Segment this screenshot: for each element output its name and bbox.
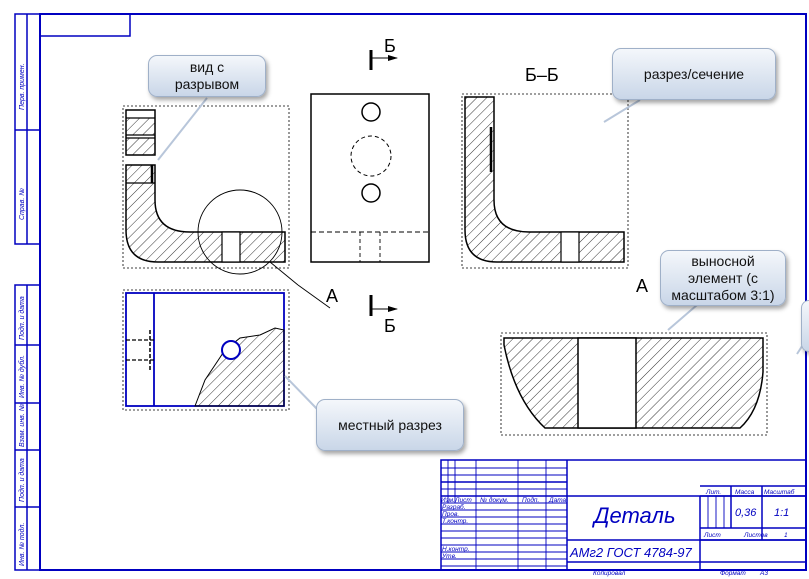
side-label-perv-primen: Перв. примен. — [19, 63, 26, 110]
row-utv: Утв. — [441, 553, 457, 560]
section-mark-top: Б — [384, 36, 396, 56]
section-title: Б–Б — [525, 65, 559, 85]
callout-break-view-text: вид с разрывом — [174, 59, 240, 92]
detail-hole — [577, 337, 637, 429]
callout-edge-fragment — [801, 300, 809, 352]
side-label-podp-data-top: Подп. и дата — [18, 296, 26, 340]
section-mark-bottom: Б — [384, 316, 396, 336]
col-doc: № докум. — [480, 496, 509, 504]
sheets-label: Листов — [743, 532, 768, 539]
callout-detail-element-text: выносной элемент (с масштабом 3:1) — [671, 252, 775, 303]
mass-label: Масса — [735, 489, 755, 496]
format-label: Формат — [720, 570, 746, 577]
sheets-value: 1 — [784, 532, 788, 539]
title-block-labels: Изм. Лист № докум. Подп. Дата Разраб. Пр… — [441, 488, 795, 577]
detail-view-mark: А — [636, 276, 648, 296]
col-izm: Изм. — [441, 497, 455, 504]
mass-value: 0,36 — [735, 507, 757, 519]
local-section-hatch — [194, 327, 285, 407]
col-data: Дата — [548, 497, 567, 504]
title-block-values: Деталь АМг2 ГОСТ 4784-97 0,36 1:1 — [569, 503, 789, 560]
row-nkontr: Н.контр. — [442, 546, 470, 553]
callout-local-section-text: местный разрез — [338, 416, 442, 433]
break-view-lower-body — [125, 164, 286, 263]
front-view: Б Б — [310, 36, 430, 336]
part-name: Деталь — [591, 503, 676, 528]
format-value: А3 — [759, 570, 768, 577]
scale-value: 1:1 — [774, 507, 789, 519]
front-hole-top — [361, 102, 381, 122]
break-view: А — [122, 105, 338, 309]
section-view: Б–Б — [461, 65, 629, 269]
callout-break-view: вид с разрывом — [148, 55, 266, 97]
side-label-podp-data: Подп. и дата — [18, 458, 26, 502]
front-hole-hidden — [350, 135, 392, 177]
callout-section: разрез/сечение — [612, 48, 776, 100]
col-podp: Подп. — [522, 496, 539, 504]
side-label-inv-podl: Инв. № подл. — [18, 523, 26, 566]
side-strip-labels: Перв. примен. Справ. № Подп. и дата Инв.… — [18, 63, 26, 566]
sheet-label: Лист — [703, 532, 721, 539]
side-label-sprav-no: Справ. № — [19, 188, 26, 220]
local-section-frame — [122, 289, 290, 411]
lit-label: Лит. — [705, 489, 721, 496]
material: АМг2 ГОСТ 4784-97 — [569, 545, 692, 560]
front-hole-bottom — [361, 183, 381, 203]
local-section-view — [122, 289, 290, 411]
row-razrab: Разраб. — [442, 503, 466, 511]
local-section-hole — [221, 340, 241, 360]
front-view-outline — [310, 93, 430, 263]
detail-view-frame — [500, 332, 768, 436]
detail-circle — [197, 189, 283, 275]
callout-section-text: разрез/сечение — [643, 65, 745, 82]
title-block — [440, 459, 807, 571]
side-label-vzam-inv: Взам. инв. № — [19, 403, 26, 447]
callout-local-section: местный разрез — [316, 399, 464, 451]
detail-mark-a: А — [326, 286, 338, 306]
scale-label: Масштаб — [764, 488, 795, 496]
top-left-box — [39, 13, 131, 37]
title-block-grid — [441, 460, 725, 570]
col-list: Лист — [454, 497, 472, 504]
row-prov: Пров. — [442, 511, 459, 518]
row-tkontr: Т.контр. — [442, 518, 468, 525]
section-view-frame — [461, 93, 629, 269]
side-strip — [14, 13, 41, 571]
callout-detail-element: выносной элемент (с масштабом 3:1) — [660, 250, 786, 306]
detail-view: А — [500, 276, 768, 436]
section-body — [464, 96, 625, 263]
copied-label: Копировал — [593, 570, 626, 577]
side-label-inv-dubl: Инв. № дубл. — [18, 355, 26, 398]
